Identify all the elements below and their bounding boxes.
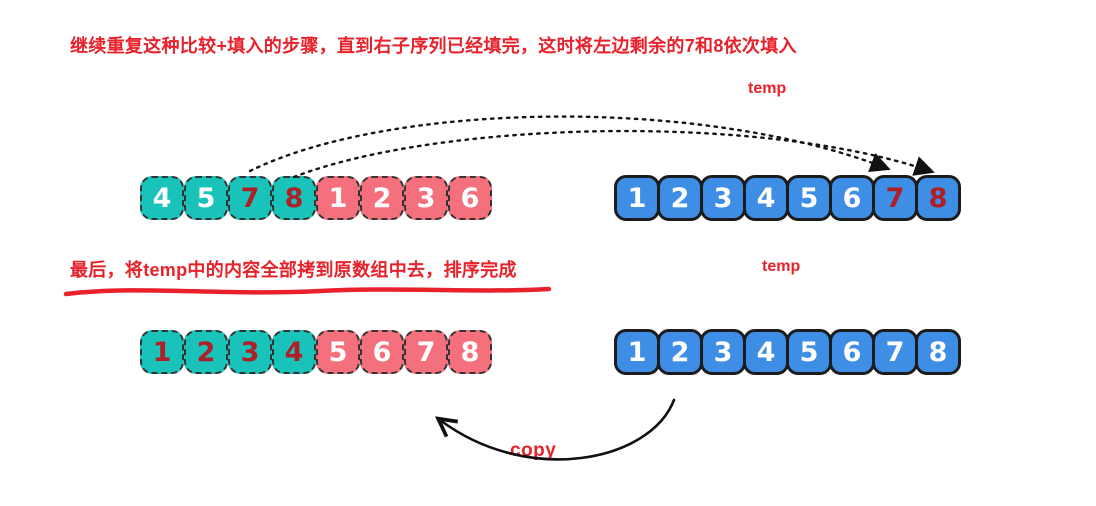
array-cell-5: 5 xyxy=(786,329,832,375)
array-cell-7: 7 xyxy=(228,176,272,220)
array-cell-8: 8 xyxy=(272,176,316,220)
array-cell-1: 1 xyxy=(614,175,660,221)
array-cell-6: 6 xyxy=(829,175,875,221)
array-cell-4: 4 xyxy=(743,329,789,375)
array-cell-5: 5 xyxy=(786,175,832,221)
array-cell-4: 4 xyxy=(140,176,184,220)
array-cell-4: 4 xyxy=(272,330,316,374)
red-underline xyxy=(63,286,552,297)
dotted-merge-arrow-7-icon xyxy=(248,115,891,173)
copy-arrow-icon xyxy=(440,398,676,461)
array-cell-6: 6 xyxy=(448,176,492,220)
dotted-merge-arrow-8-icon xyxy=(292,129,935,179)
array-cell-5: 5 xyxy=(184,176,228,220)
array-cell-1: 1 xyxy=(614,329,660,375)
array-cell-1: 1 xyxy=(316,176,360,220)
temp-label-top: temp xyxy=(748,80,787,97)
array-cell-6: 6 xyxy=(829,329,875,375)
array-cell-2: 2 xyxy=(184,330,228,374)
temp-label-mid: temp xyxy=(762,258,801,275)
array-cell-7: 7 xyxy=(404,330,448,374)
array-cell-3: 3 xyxy=(700,329,746,375)
array-cell-3: 3 xyxy=(404,176,448,220)
array-cell-1: 1 xyxy=(140,330,184,374)
array-cell-7: 7 xyxy=(872,175,918,221)
copy-label: copy xyxy=(510,440,557,461)
array-cell-7: 7 xyxy=(872,329,918,375)
array-cell-2: 2 xyxy=(657,329,703,375)
array-cell-3: 3 xyxy=(228,330,272,374)
array-cell-8: 8 xyxy=(915,175,961,221)
array-cell-5: 5 xyxy=(316,330,360,374)
array-cell-6: 6 xyxy=(360,330,404,374)
array-cell-2: 2 xyxy=(657,175,703,221)
array-cell-3: 3 xyxy=(700,175,746,221)
final-note-text: 最后，将temp中的内容全部拷到原数组中去，排序完成 xyxy=(70,260,517,280)
step-note-text: 继续重复这种比较+填入的步骤，直到右子序列已经填完，这时将左边剩余的7和8依次填… xyxy=(70,36,797,56)
array-cell-2: 2 xyxy=(360,176,404,220)
array-cell-4: 4 xyxy=(743,175,789,221)
array-cell-8: 8 xyxy=(915,329,961,375)
array-cell-8: 8 xyxy=(448,330,492,374)
